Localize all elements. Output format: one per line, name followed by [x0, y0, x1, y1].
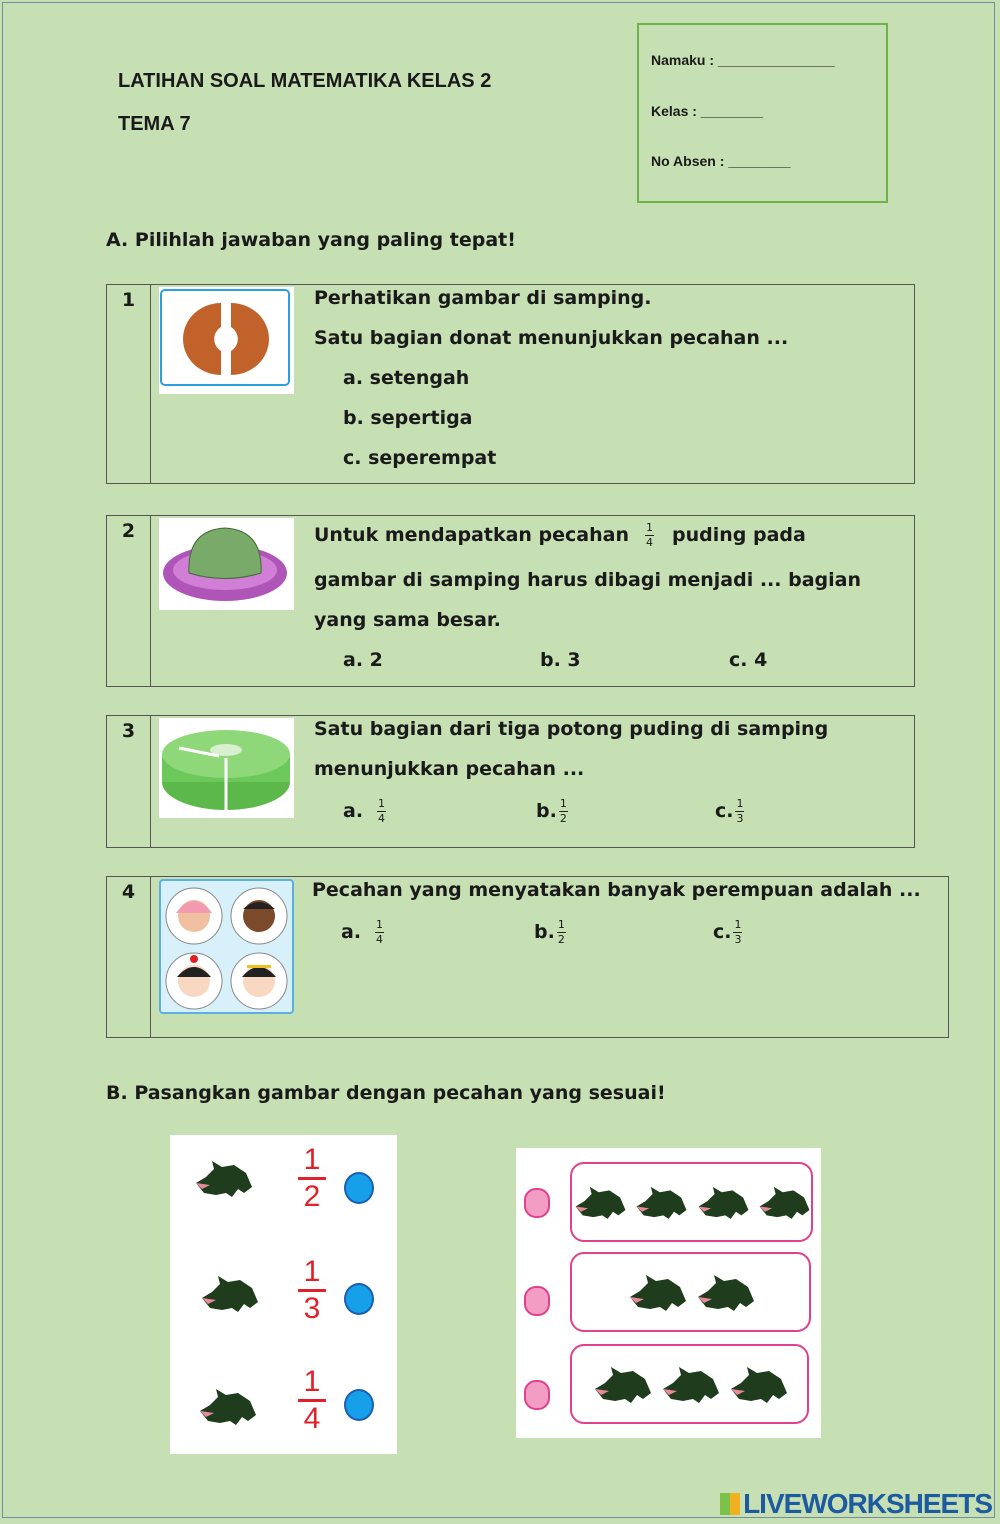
- question-text: Perhatikan gambar di samping.: [314, 287, 652, 309]
- name-field[interactable]: Namaku : _______________: [651, 52, 835, 68]
- crocodile-icon: [695, 1179, 750, 1225]
- question-number: 4: [107, 877, 151, 1037]
- worksheet-title: LATIHAN SOAL MATEMATIKA KELAS 2: [118, 70, 492, 92]
- worksheet-subtitle: TEMA 7: [118, 113, 191, 135]
- match-dot-left[interactable]: [344, 1283, 374, 1315]
- option-b[interactable]: b. sepertiga: [343, 407, 473, 429]
- question-3: 3 Satu bagian dari tiga potong puding di…: [106, 715, 915, 848]
- section-a-title: A. Pilihlah jawaban yang paling tepat!: [106, 229, 516, 251]
- crocodile-icon: [659, 1361, 721, 1407]
- logo-icon: [720, 1493, 741, 1515]
- crocodile-icon: [626, 1269, 688, 1315]
- question-text: yang sama besar.: [314, 609, 501, 631]
- absen-field[interactable]: No Absen : ________: [651, 153, 791, 169]
- group-four-crocodiles: [570, 1162, 813, 1242]
- crocodile-icon: [192, 1155, 254, 1201]
- option-a[interactable]: a. 2: [343, 649, 383, 671]
- crocodile-icon: [572, 1179, 627, 1225]
- children-image: [159, 879, 294, 1014]
- match-dot-left[interactable]: [344, 1172, 374, 1204]
- match-dot-left[interactable]: [344, 1389, 374, 1421]
- donut-image: [159, 287, 294, 394]
- crocodile-icon: [591, 1361, 653, 1407]
- question-4: 4 Pecahan yang menyatakan banyak perempu…: [106, 876, 949, 1038]
- question-text: Satu bagian donat menunjukkan pecahan ..…: [314, 327, 789, 349]
- class-field[interactable]: Kelas : ________: [651, 103, 764, 119]
- group-two-crocodiles: [570, 1252, 811, 1332]
- match-dot-right[interactable]: [524, 1380, 550, 1410]
- crocodile-icon: [196, 1383, 258, 1429]
- crocodile-icon: [756, 1179, 811, 1225]
- option-c[interactable]: c. 4: [729, 649, 768, 671]
- identity-box: Namaku : _______________ Kelas : _______…: [637, 23, 888, 203]
- option-c[interactable]: c. seperempat: [343, 447, 497, 469]
- crocodile-icon: [727, 1361, 789, 1407]
- crocodile-icon: [694, 1269, 756, 1315]
- section-b-title: B. Pasangkan gambar dengan pecahan yang …: [106, 1082, 666, 1104]
- question-text: Satu bagian dari tiga potong puding di s…: [314, 718, 829, 740]
- crocodile-icon: [198, 1270, 260, 1316]
- crocodile-icon: [633, 1179, 688, 1225]
- question-number: 3: [107, 716, 151, 847]
- match-dot-right[interactable]: [524, 1188, 550, 1218]
- question-text: gambar di samping harus dibagi menjadi .…: [314, 569, 861, 591]
- question-number: 1: [107, 285, 151, 483]
- question-1: 1 Perhatikan gambar di samping. Satu bag…: [106, 284, 915, 484]
- option-b[interactable]: b. 3: [540, 649, 581, 671]
- question-text: Pecahan yang menyatakan banyak perempuan…: [312, 879, 921, 901]
- question-text: menunjukkan pecahan ...: [314, 758, 585, 780]
- crocodile-group-panel: [516, 1148, 821, 1438]
- question-number: 2: [107, 516, 151, 686]
- group-three-crocodiles: [570, 1344, 809, 1424]
- liveworksheets-logo: LIVEWORKSHEETS: [720, 1488, 993, 1520]
- green-pudding-image: [159, 718, 294, 818]
- option-a[interactable]: a. setengah: [343, 367, 470, 389]
- match-dot-right[interactable]: [524, 1286, 550, 1316]
- pudding-image: [159, 518, 294, 610]
